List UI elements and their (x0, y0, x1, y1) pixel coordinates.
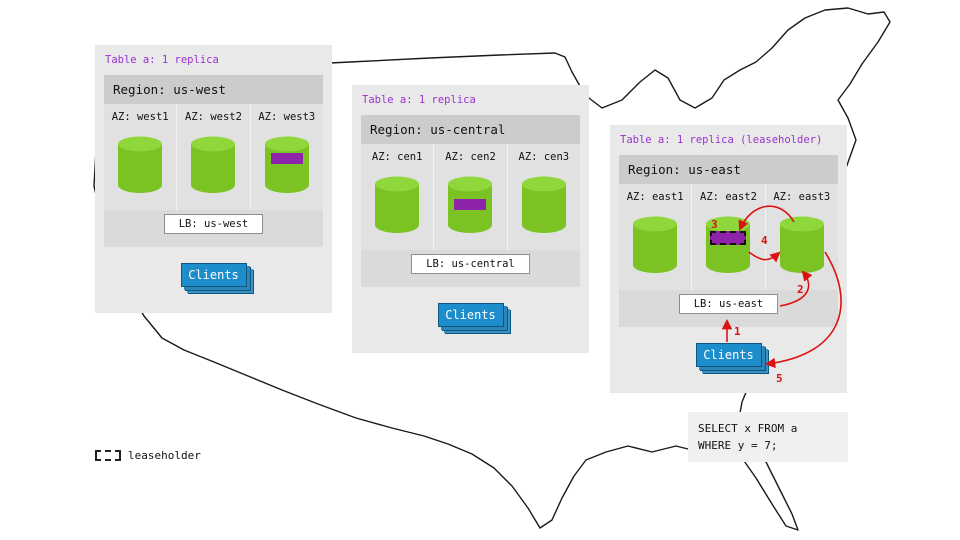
replica-range (270, 153, 303, 164)
database-cylinder (447, 176, 493, 234)
database-cylinder (264, 136, 310, 194)
az-row: AZ: east1 AZ: east2 (619, 184, 838, 290)
region-panel-us-west: Table a: 1 replica Region: us-west AZ: w… (95, 45, 332, 313)
az-cell-east2: AZ: east2 (692, 184, 766, 290)
az-cell-cen2: AZ: cen2 (434, 144, 508, 250)
flow-step-label-3: 3 (711, 218, 718, 231)
database-cylinder (632, 216, 678, 274)
region-box: Region: us-central AZ: cen1 AZ: cen2 (361, 115, 580, 287)
legend-label: leaseholder (128, 449, 201, 462)
database-cylinder (190, 136, 236, 194)
database-cylinder (779, 216, 825, 274)
region-panel-us-central: Table a: 1 replica Region: us-central AZ… (352, 85, 589, 353)
database-cylinder (374, 176, 420, 234)
az-label: AZ: east3 (773, 191, 831, 203)
cylinder-icon (375, 176, 420, 233)
sql-line-2: WHERE y = 7; (698, 439, 778, 453)
table-replica-label: Table a: 1 replica (362, 94, 476, 106)
region-title: Region: us-west (104, 75, 323, 104)
region-box: Region: us-west AZ: west1 AZ: west2 (104, 75, 323, 247)
flow-step-label-2: 2 (797, 283, 804, 296)
az-row: AZ: west1 AZ: west2 (104, 104, 323, 210)
cylinder-icon (521, 176, 566, 233)
az-label: AZ: cen3 (518, 151, 570, 163)
leaseholder-swatch-icon (95, 450, 121, 461)
clients-node: Clients (695, 343, 762, 367)
az-label: AZ: cen2 (445, 151, 496, 163)
region-title: Region: us-central (361, 115, 580, 144)
flow-step-label-4: 4 (761, 234, 768, 247)
cylinder-icon (779, 216, 824, 273)
az-cell-cen1: AZ: cen1 (361, 144, 435, 250)
load-balancer: LB: us-central (411, 254, 530, 274)
az-cell-east3: AZ: east3 (766, 184, 838, 290)
replica-range (454, 199, 487, 210)
az-label: AZ: east2 (700, 191, 757, 203)
database-cylinder (117, 136, 163, 194)
flow-step-label-1: 1 (734, 325, 741, 338)
clients-node: Clients (437, 303, 504, 327)
cylinder-icon (633, 216, 678, 273)
az-cell-west1: AZ: west1 (104, 104, 178, 210)
az-cell-cen3: AZ: cen3 (508, 144, 580, 250)
flow-step-label-5: 5 (776, 372, 783, 385)
az-label: AZ: west2 (185, 111, 242, 123)
region-title: Region: us-east (619, 155, 838, 184)
sql-line-1: SELECT x FROM a (698, 422, 798, 435)
az-label: AZ: west3 (258, 111, 316, 123)
az-label: AZ: west1 (111, 111, 169, 123)
cylinder-icon (118, 136, 163, 193)
database-cylinder (705, 216, 751, 274)
az-label: AZ: cen1 (371, 151, 423, 163)
az-cell-west2: AZ: west2 (177, 104, 251, 210)
az-label: AZ: east1 (626, 191, 684, 203)
cylinder-icon (191, 136, 236, 193)
az-cell-west3: AZ: west3 (251, 104, 323, 210)
clients-node: Clients (180, 263, 247, 287)
table-replica-label: Table a: 1 replica (105, 54, 219, 66)
load-balancer: LB: us-west (163, 214, 264, 234)
region-panel-us-east: Table a: 1 replica (leaseholder) Region:… (610, 125, 847, 393)
load-balancer: LB: us-east (678, 294, 779, 314)
database-cylinder (521, 176, 567, 234)
az-cell-east1: AZ: east1 (619, 184, 693, 290)
table-replica-label: Table a: 1 replica (leaseholder) (620, 134, 823, 146)
cylinder-icon (264, 136, 309, 193)
sql-query-note: SELECT x FROM a WHERE y = 7; (688, 412, 848, 463)
az-row: AZ: cen1 AZ: cen2 (361, 144, 580, 250)
leaseholder-replica-range (710, 231, 747, 245)
region-box: Region: us-east AZ: east1 AZ: east2 (619, 155, 838, 327)
legend: leaseholder (95, 449, 201, 462)
